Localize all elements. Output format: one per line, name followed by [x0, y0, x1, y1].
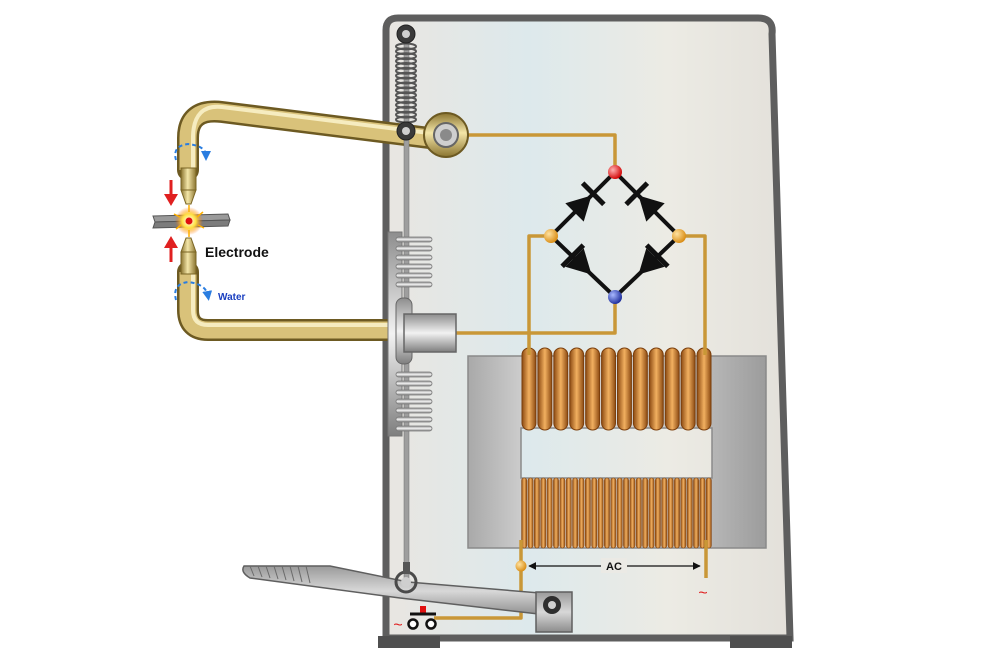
- primary-turn: [610, 477, 617, 549]
- primary-turn: [642, 477, 649, 549]
- primary-turn: [521, 477, 528, 549]
- heat-sink-fin: [395, 371, 433, 378]
- primary-turn: [693, 477, 699, 549]
- cabinet-foot-right: [730, 636, 792, 648]
- primary-turn: [527, 477, 534, 549]
- wire-positive: [462, 133, 617, 172]
- force-arrow-up: [164, 236, 178, 262]
- primary-turn: [674, 477, 680, 549]
- foot-switch-icon[interactable]: [407, 606, 437, 630]
- primary-turn: [667, 477, 674, 549]
- workpiece: [152, 213, 231, 229]
- heat-sink-fin: [395, 416, 433, 423]
- primary-turn: [591, 477, 598, 549]
- heat-sink-fin: [395, 272, 433, 279]
- primary-turn: [597, 477, 604, 549]
- arm-pivot-pulley: [396, 121, 416, 141]
- bridge-rectifier: [544, 165, 686, 304]
- primary-turn: [604, 477, 610, 549]
- diode-1: [565, 181, 606, 222]
- heat-sink-fin: [395, 263, 433, 270]
- secondary-turn: [632, 347, 648, 431]
- primary-winding: [521, 477, 712, 549]
- upper-arm-hub: [423, 112, 469, 158]
- primary-turn: [553, 477, 559, 549]
- upper-electrode-arm: [177, 100, 456, 205]
- secondary-turn: [601, 347, 616, 431]
- secondary-winding: [521, 347, 712, 431]
- primary-turn: [534, 477, 540, 549]
- node-negative: [608, 290, 622, 304]
- primary-turn: [623, 477, 629, 549]
- heat-sink-fin: [395, 380, 433, 387]
- rod-pedal-link: [394, 562, 418, 594]
- electrode-label: Electrode: [205, 244, 269, 260]
- primary-turn: [705, 477, 712, 549]
- primary-turn: [648, 477, 655, 549]
- node-ac-right: [672, 229, 686, 243]
- primary-turn: [565, 477, 572, 549]
- wire-ac-left: [527, 234, 551, 355]
- primary-turn: [699, 477, 706, 549]
- ac-label: AC: [606, 561, 622, 573]
- secondary-turn: [680, 347, 696, 431]
- secondary-turn: [664, 347, 680, 431]
- top-pulley: [396, 24, 416, 44]
- heat-sink-fin: [395, 236, 433, 243]
- node-primary-left: [515, 560, 527, 572]
- force-arrow-down: [164, 180, 178, 206]
- ac-source-symbol-left: ~: [393, 617, 402, 634]
- diode-3: [560, 243, 592, 275]
- heat-sink-fin: [395, 407, 433, 414]
- primary-turn: [572, 477, 578, 549]
- circuit-wires: [434, 133, 708, 620]
- ac-dimension: AC: [528, 558, 701, 573]
- secondary-turn: [585, 347, 601, 431]
- primary-turn: [635, 477, 642, 549]
- primary-turn: [540, 477, 547, 549]
- diode-4: [638, 243, 670, 275]
- secondary-turn: [553, 347, 569, 431]
- water-label: Water: [218, 292, 246, 303]
- primary-turn: [546, 477, 553, 549]
- weld-spark: [173, 205, 205, 237]
- heat-sink-fin: [395, 389, 433, 396]
- heat-sink-fin: [395, 398, 433, 405]
- primary-turn: [616, 477, 623, 549]
- lower-arm-clamp: [395, 297, 457, 365]
- heat-sink-fin: [395, 254, 433, 261]
- secondary-turn: [537, 347, 553, 431]
- diode-2: [624, 181, 665, 222]
- cabinet-foot-left: [378, 636, 440, 648]
- node-positive: [608, 165, 622, 179]
- heat-sink: [387, 231, 433, 437]
- primary-turn: [661, 477, 668, 549]
- primary-turn: [578, 477, 585, 549]
- primary-turn: [559, 477, 566, 549]
- water-flow-lower: [174, 280, 213, 301]
- heat-sink-fin: [395, 425, 433, 432]
- lower-electrode-arm: [177, 237, 406, 341]
- secondary-turn: [521, 347, 537, 431]
- wire-negative: [456, 297, 617, 335]
- primary-turn: [654, 477, 661, 549]
- primary-turn: [584, 477, 591, 549]
- water-flow-upper: [174, 142, 211, 161]
- heat-sink-fin: [395, 245, 433, 252]
- node-ac-left: [544, 229, 558, 243]
- primary-turn: [680, 477, 687, 549]
- primary-turn: [686, 477, 693, 549]
- primary-turn: [629, 477, 636, 549]
- ac-source-symbol-right: ~: [698, 585, 707, 602]
- secondary-turn: [617, 347, 632, 431]
- secondary-turn: [569, 347, 585, 431]
- secondary-turn: [696, 347, 712, 431]
- heat-sink-fin: [395, 281, 433, 288]
- wire-ac-right: [679, 234, 707, 355]
- secondary-turn: [648, 347, 664, 431]
